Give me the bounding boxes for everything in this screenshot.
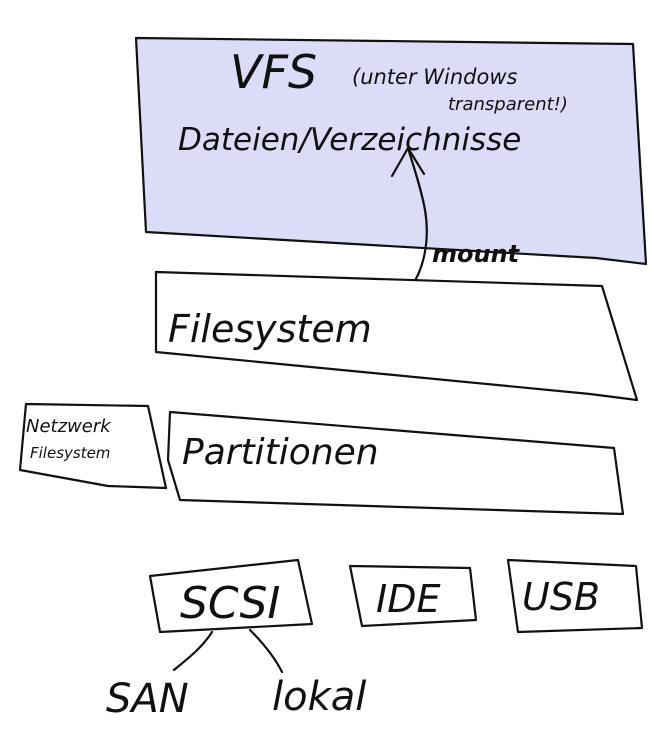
ide-block: IDE [348,564,478,628]
scsi-to-san-line [172,630,214,672]
usb-block: USB [506,558,644,634]
scsi-label: SCSI [180,578,280,629]
san-label: SAN [106,676,189,722]
scsi-block: SCSI [148,558,314,634]
ide-label: IDE [376,577,440,621]
scsi-box [148,558,314,634]
mount-arrow-head [390,146,426,178]
partitionen-label: Partitionen [182,432,379,473]
vfs-note-line1: (unter Windows [352,65,518,89]
vfs-note-line2: transparent!) [448,94,568,115]
usb-label: USB [522,575,600,619]
ide-box [348,564,478,628]
network-filesystem-line1: Netzwerk [26,416,112,437]
partitionen-block: Partitionen [166,410,625,516]
scsi-children: SAN lokal [106,628,366,722]
filesystem-label: Filesystem [168,307,372,351]
lokal-label: lokal [272,674,366,720]
network-filesystem-block: Netzwerk Filesystem [18,402,168,490]
scsi-to-lokal-line [248,628,284,674]
vfs-block: VFS (unter Windows transparent!) Dateien… [134,36,648,266]
mount-label: mount [432,240,521,268]
filesystem-box [154,270,639,402]
filesystem-block: Filesystem [154,270,639,402]
vfs-box [134,36,648,266]
usb-box [506,558,644,634]
vfs-title: VFS [230,45,317,99]
mount-arrow: mount [363,146,521,320]
network-filesystem-box [18,402,168,490]
partitionen-box [166,410,625,516]
vfs-content: Dateien/Verzeichnisse [178,122,521,158]
network-filesystem-line2: Filesystem [30,444,110,462]
